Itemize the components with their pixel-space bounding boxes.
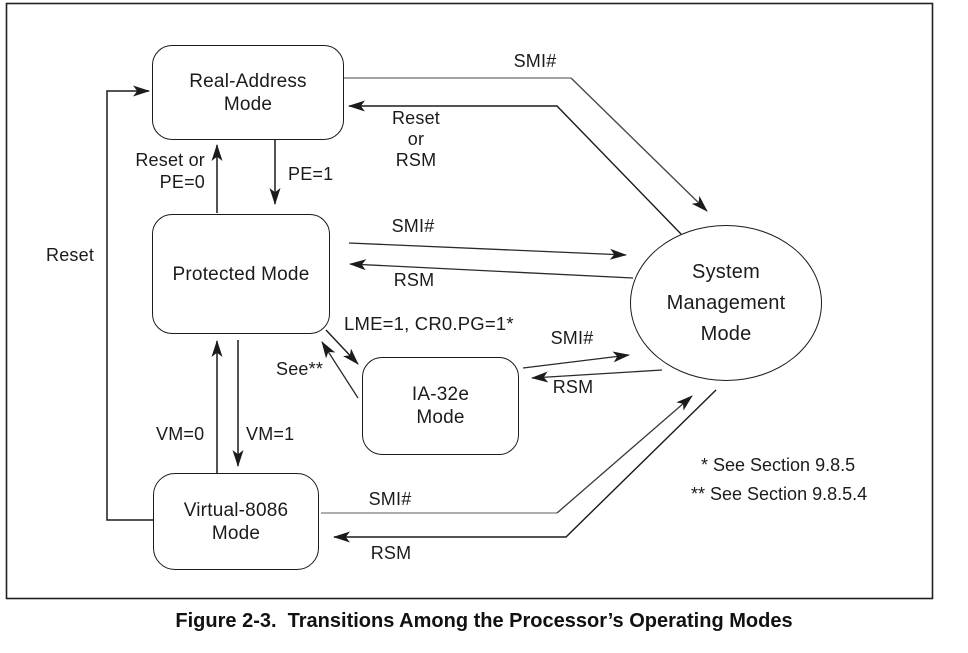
node-virtual-8086-mode: Virtual-8086 Mode [153,473,319,570]
node-label: Mode [700,322,752,345]
node-real-address-mode: Real-Address Mode [152,45,344,140]
edge-label-pe1: PE=1 [288,164,334,184]
edge-label-smi-v86-smm: SMI# [368,489,412,509]
edge-label-line: or [407,129,425,149]
figure-caption: Figure 2-3. Transitions Among the Proces… [175,610,793,632]
edge-rsm-smm-to-protected [349,259,634,279]
edge-label-reset-or-pe0: Reset or PE=0 [120,149,205,193]
edge-label-vm1: VM=1 [246,424,295,444]
edge-smi-ia32e-to-smm [522,351,630,369]
figure-border [5,2,934,600]
edge-smi-protected-to-smm [348,242,627,260]
node-label: Protected Mode [172,263,310,285]
node-label: Virtual-8086 [183,499,289,521]
node-label: Mode [223,93,273,115]
node-label: Mode [211,522,261,544]
node-label: Real-Address [189,70,307,92]
node-ia32e-mode: IA-32e Mode [362,357,519,455]
edge-smi-v86-to-smm-d [556,395,693,514]
node-system-management-mode: System Management Mode [630,225,822,381]
edge-lme-protected-to-ia32e [325,329,359,365]
edge-label-rsm-smm-ia32e: RSM [552,377,594,397]
edge-rsm-smm-to-real [348,100,682,235]
node-label: Mode [416,407,465,428]
footnote-section-9854: ** See Section 9.8.5.4 [691,484,868,504]
edge-rsm-smm-to-v86 [333,389,717,543]
node-label: System [692,260,760,283]
node-label: Management [666,291,786,314]
edge-label-line: Reset [391,108,441,128]
footnote-section-985: * See Section 9.8.5 [701,455,856,475]
edge-rsm-smm-to-ia32e [531,369,663,383]
node-label: IA-32e [411,384,470,405]
edge-label-smi-protected-smm: SMI# [391,216,435,236]
edge-label-rsm-smm-protected: RSM [393,270,435,290]
edge-label-line: Reset or [135,150,205,170]
edge-label-line: PE=0 [159,172,205,192]
edge-label-reset-left: Reset [46,245,95,265]
edge-label-vm0: VM=0 [156,424,205,444]
edge-label-see-note: See** [276,359,324,379]
edge-label-rsm-smm-v86: RSM [370,543,412,563]
edge-label-reset-or-rsm: Reset or RSM [386,108,446,171]
node-protected-mode: Protected Mode [152,214,330,334]
edge-label-lme-cr0pg: LME=1, CR0.PG=1* [344,313,514,334]
edge-smi-real-to-smm-d [570,77,708,212]
edge-see-ia32e-to-protected [321,341,359,399]
edge-label-line: RSM [395,150,437,170]
edge-label-smi-real-smm: SMI# [513,51,557,71]
edge-label-smi-ia32e-smm: SMI# [550,328,594,348]
edge-reset-v86-to-real [106,85,153,521]
